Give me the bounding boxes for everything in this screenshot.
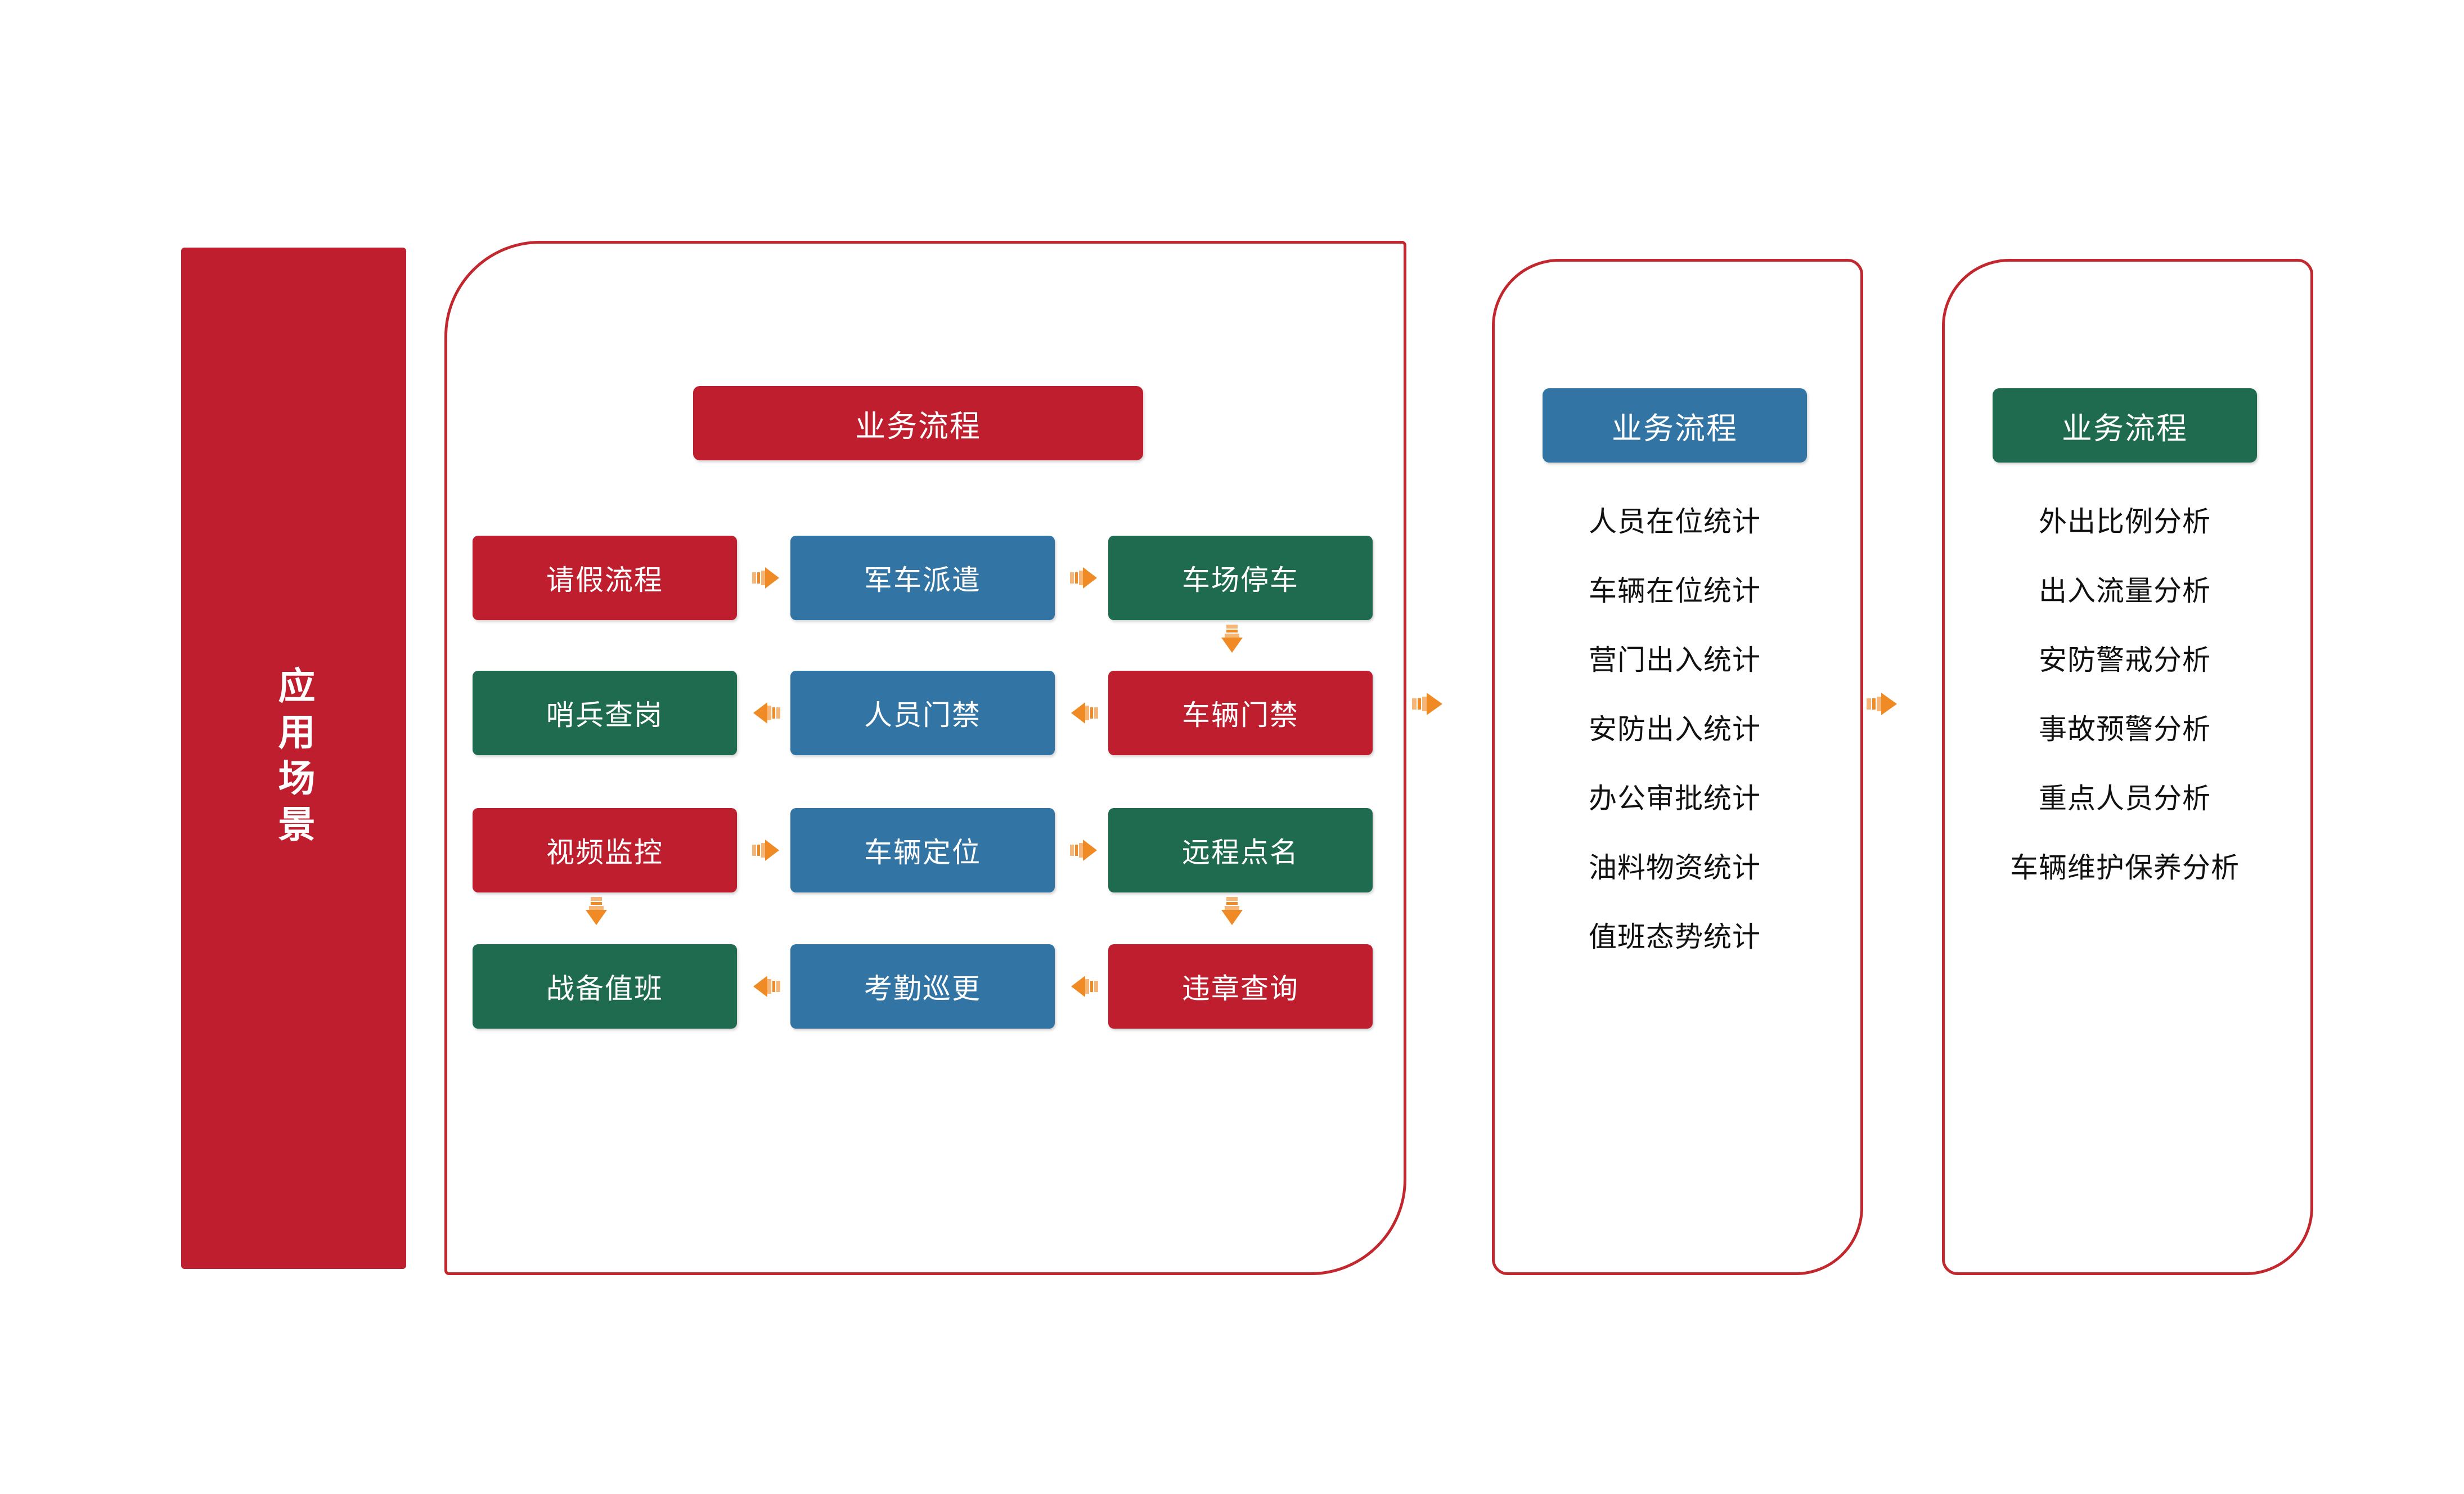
business-flow-panel	[444, 241, 1406, 1275]
analysis-panel	[1942, 259, 2313, 1275]
arrow-right-icon	[752, 837, 780, 863]
business-flow-header: 业务流程	[693, 386, 1143, 460]
arrow-left-icon	[1070, 700, 1098, 726]
flow-node-cheliang-menjin[interactable]: 车辆门禁	[1108, 671, 1373, 755]
statistics-panel-header: 业务流程	[1543, 388, 1807, 463]
flow-row: 战备值班 考勤巡更 违章查询	[473, 944, 1373, 1029]
arrow-down-icon	[583, 897, 609, 926]
arrow-right-icon	[752, 565, 780, 591]
list-item[interactable]: 重点人员分析	[2039, 783, 2211, 814]
statistics-list: 人员在位统计 车辆在位统计 营门出入统计 安防出入统计 办公审批统计 油料物资统…	[1492, 506, 1858, 991]
application-scenario-bar: 应用场景	[181, 248, 406, 1269]
flow-node-weizhang-chaxun[interactable]: 违章查询	[1108, 944, 1373, 1029]
list-item[interactable]: 事故预警分析	[2039, 714, 2211, 745]
list-item[interactable]: 办公审批统计	[1589, 783, 1761, 814]
flow-node-shaobing-chagang[interactable]: 哨兵查岗	[473, 671, 737, 755]
list-item[interactable]: 油料物资统计	[1589, 852, 1761, 883]
flow-node-shipin-jiankong[interactable]: 视频监控	[473, 808, 737, 892]
flow-node-kaoqin-xungeng[interactable]: 考勤巡更	[790, 944, 1055, 1029]
flow-node-yuancheng-dianming[interactable]: 远程点名	[1108, 808, 1373, 892]
arrow-right-icon	[1867, 690, 1898, 718]
flow-row: 视频监控 车辆定位 远程点名	[473, 808, 1373, 925]
arrow-down-icon	[1219, 897, 1245, 926]
application-scenario-label: 应用场景	[273, 666, 315, 851]
list-item[interactable]: 人员在位统计	[1589, 506, 1761, 537]
list-item[interactable]: 车辆在位统计	[1589, 575, 1761, 607]
list-item[interactable]: 安防出入统计	[1589, 714, 1761, 745]
analysis-panel-header: 业务流程	[1993, 388, 2257, 463]
arrow-left-icon	[1070, 973, 1098, 999]
arrow-down-icon	[1219, 625, 1245, 654]
list-item[interactable]: 值班态势统计	[1589, 921, 1761, 953]
list-item[interactable]: 安防警戒分析	[2039, 644, 2211, 676]
flow-node-zhanbei-zhiban[interactable]: 战备值班	[473, 944, 737, 1029]
arrow-left-icon	[752, 973, 780, 999]
list-item[interactable]: 车辆维护保养分析	[2010, 852, 2240, 883]
statistics-panel	[1492, 259, 1863, 1275]
flow-node-renyuan-menjin[interactable]: 人员门禁	[790, 671, 1055, 755]
arrow-right-icon	[1070, 837, 1098, 863]
list-item[interactable]: 出入流量分析	[2039, 575, 2211, 607]
business-flow-grid: 请假流程 军车派遣 车场停车	[473, 536, 1373, 1029]
arrow-right-icon	[1412, 690, 1444, 718]
flow-node-qingjia[interactable]: 请假流程	[473, 536, 737, 620]
flow-row: 请假流程 军车派遣 车场停车	[473, 536, 1373, 653]
flow-node-chechang-tingche[interactable]: 车场停车	[1108, 536, 1373, 620]
flow-row: 哨兵查岗 人员门禁 车辆门禁	[473, 671, 1373, 925]
list-item[interactable]: 外出比例分析	[2039, 506, 2211, 537]
list-item[interactable]: 营门出入统计	[1589, 644, 1761, 676]
arrow-right-icon	[1070, 565, 1098, 591]
analysis-list: 外出比例分析 出入流量分析 安防警戒分析 事故预警分析 重点人员分析 车辆维护保…	[1942, 506, 2308, 922]
flow-node-cheliang-dingwei[interactable]: 车辆定位	[790, 808, 1055, 892]
flow-node-junche-paiqian[interactable]: 军车派遣	[790, 536, 1055, 620]
arrow-left-icon	[752, 700, 780, 726]
